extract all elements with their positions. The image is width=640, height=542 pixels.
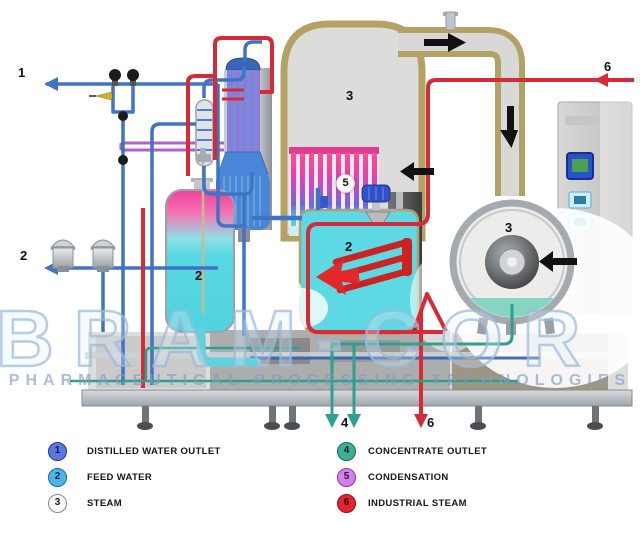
flow-label-industrial-steam-top: 6	[604, 59, 612, 74]
steam-drain-arrow	[414, 414, 428, 428]
legend-label: FEED WATER	[87, 472, 153, 483]
flow-label-steam-dome: 3	[346, 88, 354, 103]
temperature-sensor	[89, 91, 113, 101]
flow-label-feed-water: 2	[20, 248, 28, 263]
legend-badge-2: 2	[48, 468, 67, 487]
evaporator-vessel	[274, 192, 422, 336]
legend-badge-6: 6	[337, 494, 356, 513]
manual-valves	[109, 69, 139, 165]
duct-vent-stub	[445, 11, 456, 31]
legend-item-steam: 3 STEAM	[48, 494, 122, 513]
legend-item-industrial-steam: 6 INDUSTRIAL STEAM	[337, 494, 467, 513]
flow-label-distilled-water: 1	[18, 65, 26, 80]
industrial-steam-inlet-arrow	[594, 73, 608, 87]
panel-logo-plate	[565, 116, 599, 125]
steam-flow-arrow-red	[316, 259, 360, 295]
flow-label-feed-tank: 2	[195, 268, 203, 283]
condensation-badge: 5	[336, 174, 355, 193]
tank-drain-pipe	[196, 325, 261, 367]
flow-label-industrial-steam-bottom: 6	[427, 415, 435, 430]
legend-item-condensation: 5 CONDENSATION	[337, 468, 449, 487]
vapor-duct	[398, 11, 525, 196]
concentrate-outlet-arrow	[325, 414, 339, 428]
legend-badge-5: 5	[337, 468, 356, 487]
concentrate-outlet-arrow	[347, 414, 361, 428]
legend-label: STEAM	[87, 498, 122, 509]
legend-item-concentrate: 4 CONCENTRATE OUTLET	[337, 442, 487, 461]
legend-label: CONCENTRATE OUTLET	[368, 446, 488, 457]
control-valve	[360, 184, 396, 226]
legend-label: INDUSTRIAL STEAM	[368, 498, 467, 509]
flow-label-steam-separator: 3	[505, 220, 513, 235]
legend-badge-3: 3	[48, 494, 67, 513]
distilled-water-outlet-arrow	[44, 77, 58, 91]
flow-label-evaporator: 2	[345, 239, 353, 254]
concentrate-piping	[70, 304, 518, 420]
legend-item-distilled-water: 1 DISTILLED WATER OUTLET	[48, 442, 221, 461]
legend-label: CONDENSATION	[368, 472, 449, 483]
flow-direction-arrows	[400, 33, 577, 272]
feed-pumps	[49, 239, 117, 272]
legend-item-feed-water: 2 FEED WATER	[48, 468, 152, 487]
legend-badge-4: 4	[337, 442, 356, 461]
evaporator-column	[216, 57, 272, 242]
leveling-feet	[137, 406, 603, 430]
legend-label: DISTILLED WATER OUTLET	[87, 446, 221, 457]
flow-label-concentrate: 4	[341, 415, 349, 430]
steam-piping	[141, 36, 634, 418]
legend-badge-1: 1	[48, 442, 67, 461]
